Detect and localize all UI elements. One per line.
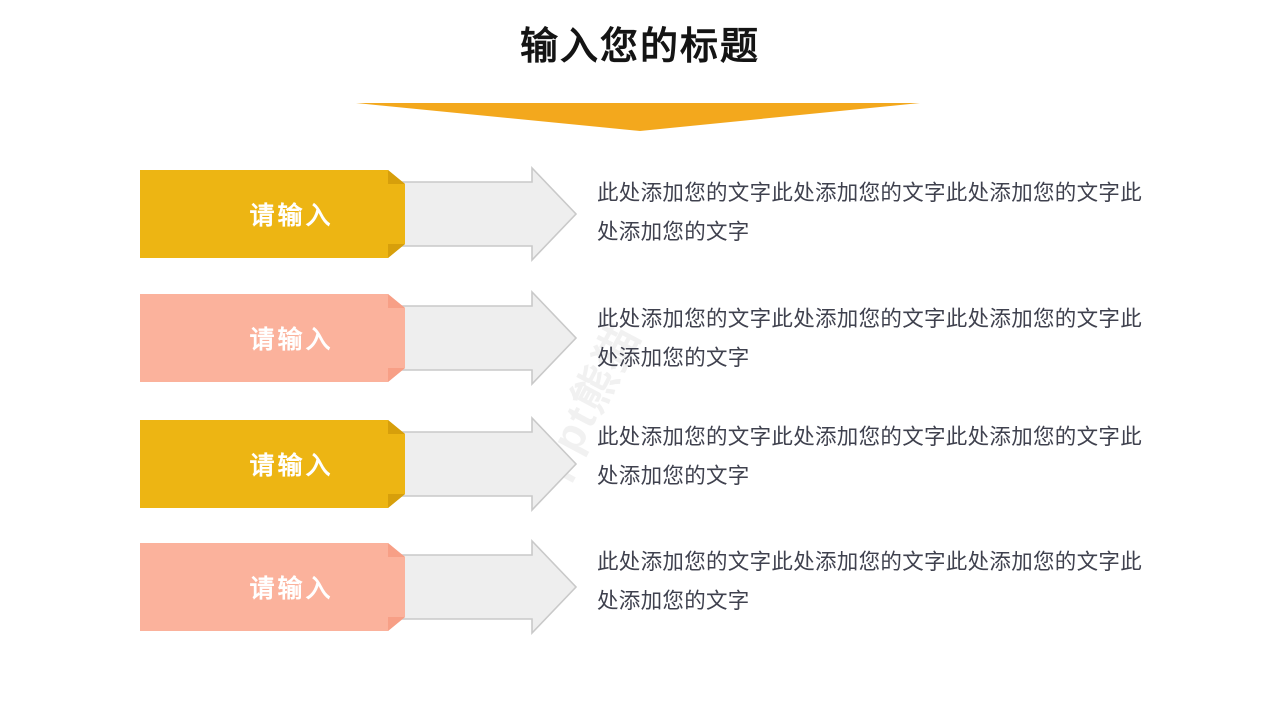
- ribbon-fold-top-shape: [388, 170, 405, 184]
- row-description: 此处添加您的文字此处添加您的文字此处添加您的文字此处添加您的文字: [597, 425, 1143, 488]
- ribbon-banner[interactable]: [140, 294, 405, 382]
- ribbon-fold-bottom-shape: [388, 494, 405, 508]
- ribbon-fold-bottom-shape: [388, 244, 405, 258]
- gray-arrow-icon: [386, 539, 578, 635]
- gray-arrow-icon: [386, 166, 578, 262]
- gray-arrow-icon: [386, 290, 578, 386]
- row-description: 此处添加您的文字此处添加您的文字此处添加您的文字此处添加您的文字: [597, 550, 1143, 613]
- ribbon-banner[interactable]: [140, 420, 405, 508]
- row-description: 此处添加您的文字此处添加您的文字此处添加您的文字此处添加您的文字: [597, 181, 1143, 244]
- ribbon-body-shape: [140, 420, 405, 508]
- ribbon-fold-bottom-shape: [388, 368, 405, 382]
- content-row: 请输入 此处添加您的文字此处添加您的文字此处添加您的文字此处添加您的文字: [0, 539, 1280, 639]
- ribbon-banner[interactable]: [140, 543, 405, 631]
- ribbon-fold-top-shape: [388, 294, 405, 308]
- ribbon-body-shape: [140, 294, 405, 382]
- content-row: 请输入 此处添加您的文字此处添加您的文字此处添加您的文字此处添加您的文字: [0, 416, 1280, 516]
- ribbon-banner[interactable]: [140, 170, 405, 258]
- row-description: 此处添加您的文字此处添加您的文字此处添加您的文字此处添加您的文字: [597, 307, 1143, 370]
- gray-arrow-icon: [386, 416, 578, 512]
- title-divider-ornament: [356, 103, 920, 131]
- ribbon-fold-top-shape: [388, 420, 405, 434]
- page-title: 输入您的标题: [519, 26, 760, 68]
- ribbon-fold-bottom-shape: [388, 617, 405, 631]
- content-row: 请输入 此处添加您的文字此处添加您的文字此处添加您的文字此处添加您的文字: [0, 290, 1280, 390]
- divider-wedge-shape: [356, 103, 920, 131]
- ribbon-body-shape: [140, 170, 405, 258]
- ribbon-fold-top-shape: [388, 543, 405, 557]
- ribbon-body-shape: [140, 543, 405, 631]
- content-row: 请输入 此处添加您的文字此处添加您的文字此处添加您的文字此处添加您的文字: [0, 166, 1280, 266]
